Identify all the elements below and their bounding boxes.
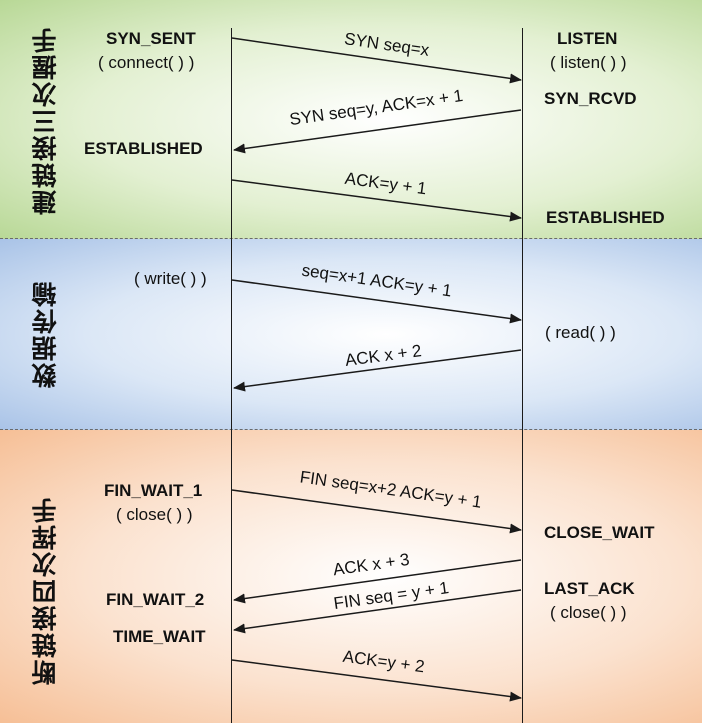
arrow-ack (231, 179, 522, 222)
client-state-syn-sent: SYN_SENT (106, 29, 196, 48)
arrow-fin-2 (233, 589, 522, 634)
client-call-write: ( write( ) ) (134, 269, 207, 288)
message-label: ACK=y + 2 (342, 647, 426, 677)
arrow-ack-fin-2 (231, 659, 522, 702)
teardown-band (0, 430, 702, 723)
message-label: ACK x + 3 (332, 550, 411, 580)
band-divider (0, 238, 702, 239)
arrow-data-ack (233, 349, 522, 392)
message-label: SYN seq=y, ACK=x + 1 (288, 86, 464, 129)
transfer-band (0, 239, 702, 430)
message-label: seq=x+1 ACK=y + 1 (301, 261, 453, 301)
server-call-listen: ( listen( ) ) (550, 53, 627, 72)
server-state-syn-rcvd: SYN_RCVD (544, 89, 637, 108)
client-call-connect: ( connect( ) ) (98, 53, 195, 72)
server-state-close-wait: CLOSE_WAIT (544, 523, 655, 542)
arrow-fin-1 (231, 489, 522, 534)
handshake-band (0, 0, 702, 239)
server-state-last-ack: LAST_ACK (544, 579, 635, 598)
arrow-data (231, 279, 522, 324)
client-timeline (231, 28, 232, 723)
server-timeline (522, 28, 523, 723)
arrow-ack-fin-1 (233, 559, 522, 604)
message-label: ACK x + 2 (344, 341, 423, 370)
server-state-listen: LISTEN (557, 29, 618, 48)
client-state-fin-wait-1: FIN_WAIT_1 (104, 481, 203, 500)
client-state-time-wait: TIME_WAIT (113, 627, 206, 646)
server-call-close: ( close( ) ) (550, 603, 627, 622)
message-label: FIN seq=x+2 ACK=y + 1 (299, 467, 483, 511)
arrow-syn-ack (233, 109, 522, 154)
arrow-syn (231, 37, 522, 84)
server-call-read: ( read( ) ) (545, 323, 616, 342)
client-state-fin-wait-2: FIN_WAIT_2 (106, 590, 205, 609)
client-state-established: ESTABLISHED (84, 139, 203, 158)
server-state-established: ESTABLISHED (546, 208, 665, 227)
client-call-close: ( close( ) ) (116, 505, 193, 524)
message-label: ACK=y + 1 (344, 169, 428, 199)
band-divider (0, 429, 702, 430)
